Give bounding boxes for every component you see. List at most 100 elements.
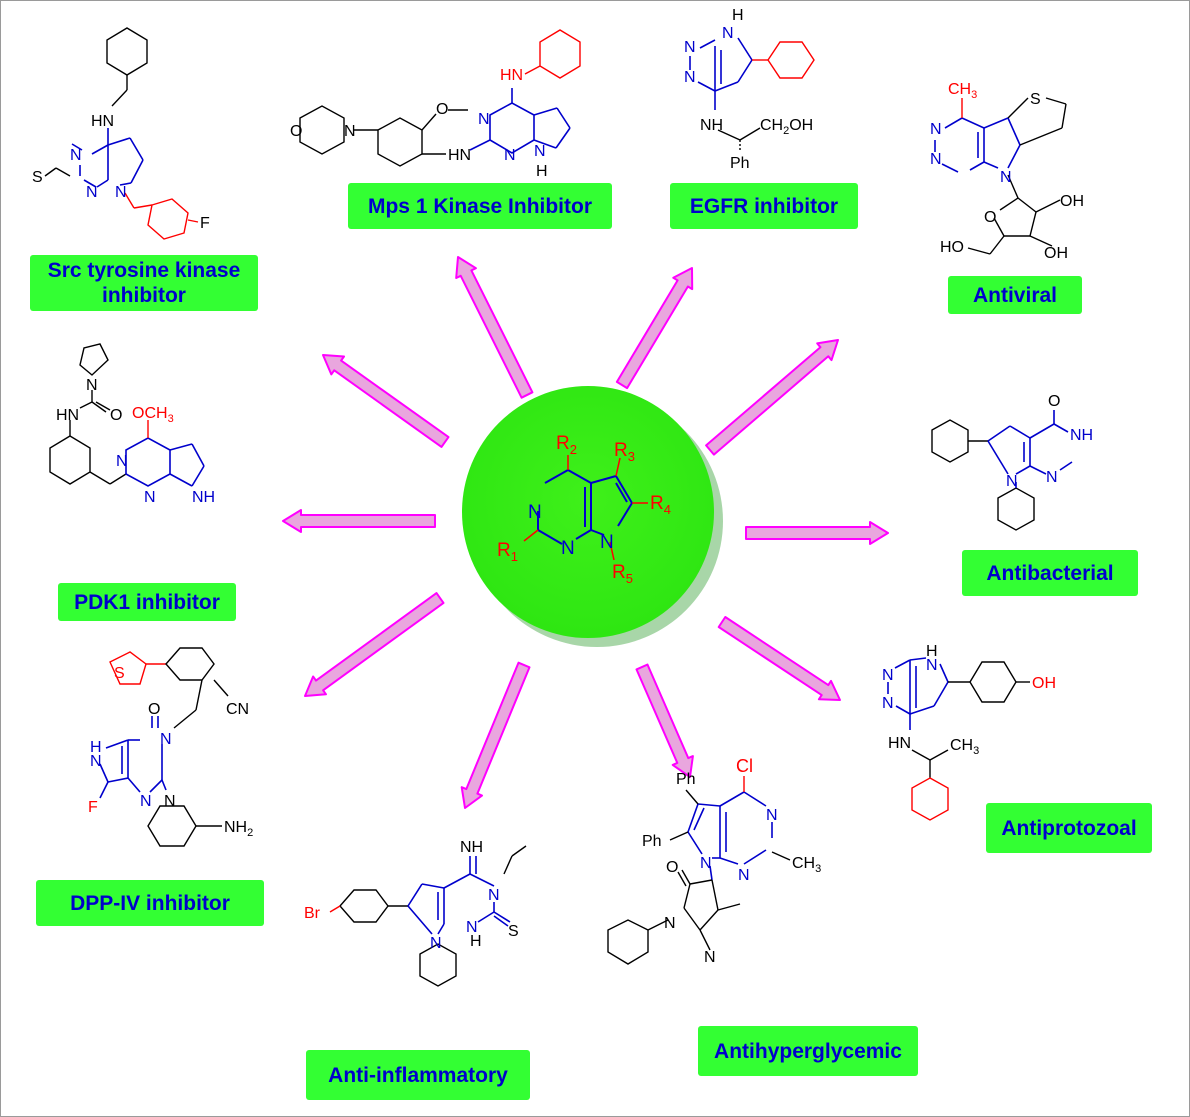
- mps1-atom: H: [536, 163, 548, 180]
- antiviral-atom: N: [930, 121, 942, 138]
- label-antiinflammatory: Anti-inflammatory: [306, 1050, 530, 1100]
- label-antiprotozoal: Antiprotozoal: [986, 803, 1152, 853]
- structure-egfr: N N N H NH CH2OH Ph: [684, 7, 815, 172]
- arrow-to-antiviral: [705, 339, 839, 456]
- structure-pdk1: N O HN OCH3 N N NH: [49, 343, 215, 506]
- dpp4-atom: F: [88, 799, 98, 816]
- pdk1-atom: N: [86, 377, 98, 394]
- antiviral-atom: O: [984, 209, 996, 226]
- dpp4-atom: N: [160, 731, 172, 748]
- label-antibacterial: Antibacterial: [962, 550, 1138, 596]
- core-r4: R4: [650, 493, 671, 517]
- structure-antibacterial: O NH N N: [931, 393, 1093, 531]
- egfr-atom: NH: [700, 117, 723, 134]
- arrow-to-dpp4: [304, 592, 445, 697]
- dpp4-atom: H: [90, 739, 102, 756]
- antiviral-atom: N: [930, 151, 942, 168]
- label-dpp4: DPP-IV inhibitor: [36, 880, 264, 926]
- antibacterial-atom: O: [1048, 393, 1060, 410]
- antihyperglycemic-atom: N: [664, 915, 676, 932]
- src-atom: F: [200, 215, 210, 232]
- pdk1-atom: NH: [192, 489, 215, 506]
- antiviral-atom: HO: [940, 239, 964, 256]
- mps1-atom: N: [504, 147, 516, 164]
- egfr-atom: N: [684, 69, 696, 86]
- core-r1: R1: [497, 540, 518, 564]
- label-antihyperglycemic: Antihyperglycemic: [698, 1026, 918, 1076]
- dpp4-atom: NH2: [224, 819, 253, 839]
- antiinflammatory-atom: S: [508, 923, 519, 940]
- antiprotozoal-atom: HN: [888, 735, 911, 752]
- structure-src: HN N N N S F: [32, 27, 210, 240]
- antiprotozoal-atom: H: [926, 643, 938, 660]
- antiprotozoal-atom: N: [882, 695, 894, 712]
- antiinflammatory-atom: N: [488, 887, 500, 904]
- dpp4-atom: N: [164, 793, 176, 810]
- label-egfr: EGFR inhibitor: [670, 183, 858, 229]
- dpp4-atom: N: [90, 753, 102, 770]
- structure-antiprotozoal: N H N N OH HN CH3: [882, 643, 1056, 821]
- antiinflammatory-atom: Br: [304, 905, 321, 922]
- antiinflammatory-atom: N: [430, 935, 442, 952]
- antihyperglycemic-atom: Cl: [736, 756, 753, 776]
- dpp4-atom: S: [114, 665, 125, 682]
- arrow-to-src: [322, 354, 450, 448]
- antibacterial-atom: N: [1006, 473, 1018, 490]
- label-src: Src tyrosine kinase inhibitor: [30, 255, 258, 311]
- src-atom: N: [70, 147, 82, 164]
- antiinflammatory-atom: H: [470, 933, 482, 950]
- mps1-atom: O: [290, 123, 302, 140]
- structure-antiviral: CH3 S N N N O OH OH HO: [930, 81, 1084, 262]
- structure-mps1: HN O N O HN N N N H: [290, 29, 581, 180]
- antiviral-atom: N: [1000, 169, 1012, 186]
- antiprotozoal-atom: N: [926, 657, 938, 674]
- antihyperglycemic-atom: N: [738, 867, 750, 884]
- antihyperglycemic-atom: N: [704, 949, 716, 966]
- core-circle: [462, 386, 714, 638]
- egfr-atom: N: [684, 39, 696, 56]
- dpp4-atom: O: [148, 701, 160, 718]
- antihyperglycemic-atom: N: [700, 855, 712, 872]
- antiinflammatory-atom: NH: [460, 839, 483, 856]
- core-atom-n7: N: [600, 532, 614, 553]
- mps1-atom: N: [478, 111, 490, 128]
- antibacterial-atom: NH: [1070, 427, 1093, 444]
- src-atom: N: [86, 184, 98, 201]
- antiinflammatory-atom: N: [466, 919, 478, 936]
- arrow-to-antihyperglycemic: [635, 663, 694, 778]
- antiprotozoal-atom: OH: [1032, 675, 1056, 692]
- pdk1-atom: N: [116, 453, 128, 470]
- antihyperglycemic-atom: N: [766, 807, 778, 824]
- arrow-to-pdk1: [282, 509, 436, 533]
- antiviral-atom: OH: [1060, 193, 1084, 210]
- arrow-to-antibacterial: [745, 521, 889, 545]
- core-r5: R5: [612, 562, 633, 586]
- mps1-atom: O: [436, 101, 448, 118]
- core-scaffold: N N N R2 R3 R4 R5 R1: [462, 386, 723, 647]
- antiprotozoal-atom: CH3: [950, 737, 979, 757]
- dpp4-atom: CN: [226, 701, 249, 718]
- arrow-to-egfr: [615, 267, 694, 390]
- antiviral-atom: OH: [1044, 245, 1068, 262]
- pdk1-atom: HN: [56, 407, 79, 424]
- structure-antihyperglycemic: Ph Cl Ph N N N CH3 O N N: [607, 756, 821, 966]
- egfr-atom: N: [722, 25, 734, 42]
- pdk1-atom: OCH3: [132, 405, 174, 425]
- structure-antiinflammatory: NH N N N H S Br: [304, 839, 527, 987]
- core-r3: R3: [614, 440, 635, 464]
- mps1-atom: HN: [448, 147, 471, 164]
- antiprotozoal-atom: N: [882, 667, 894, 684]
- mps1-atom: HN: [500, 67, 523, 84]
- core-bonds: [537, 469, 633, 545]
- label-antiviral: Antiviral: [948, 276, 1082, 314]
- antiviral-atom: S: [1030, 91, 1041, 108]
- label-mps1: Mps 1 Kinase Inhibitor: [348, 183, 612, 229]
- antihyperglycemic-atom: Ph: [676, 771, 696, 788]
- core-r2: R2: [556, 433, 577, 457]
- pdk1-atom: O: [110, 407, 122, 424]
- arrow-to-antiinflammatory: [460, 661, 531, 809]
- structure-dpp4: S CN O H N N N N F NH2: [88, 647, 253, 847]
- antibacterial-atom: N: [1046, 469, 1058, 486]
- core-substituent-bonds: [523, 455, 648, 561]
- mps1-atom: N: [534, 143, 546, 160]
